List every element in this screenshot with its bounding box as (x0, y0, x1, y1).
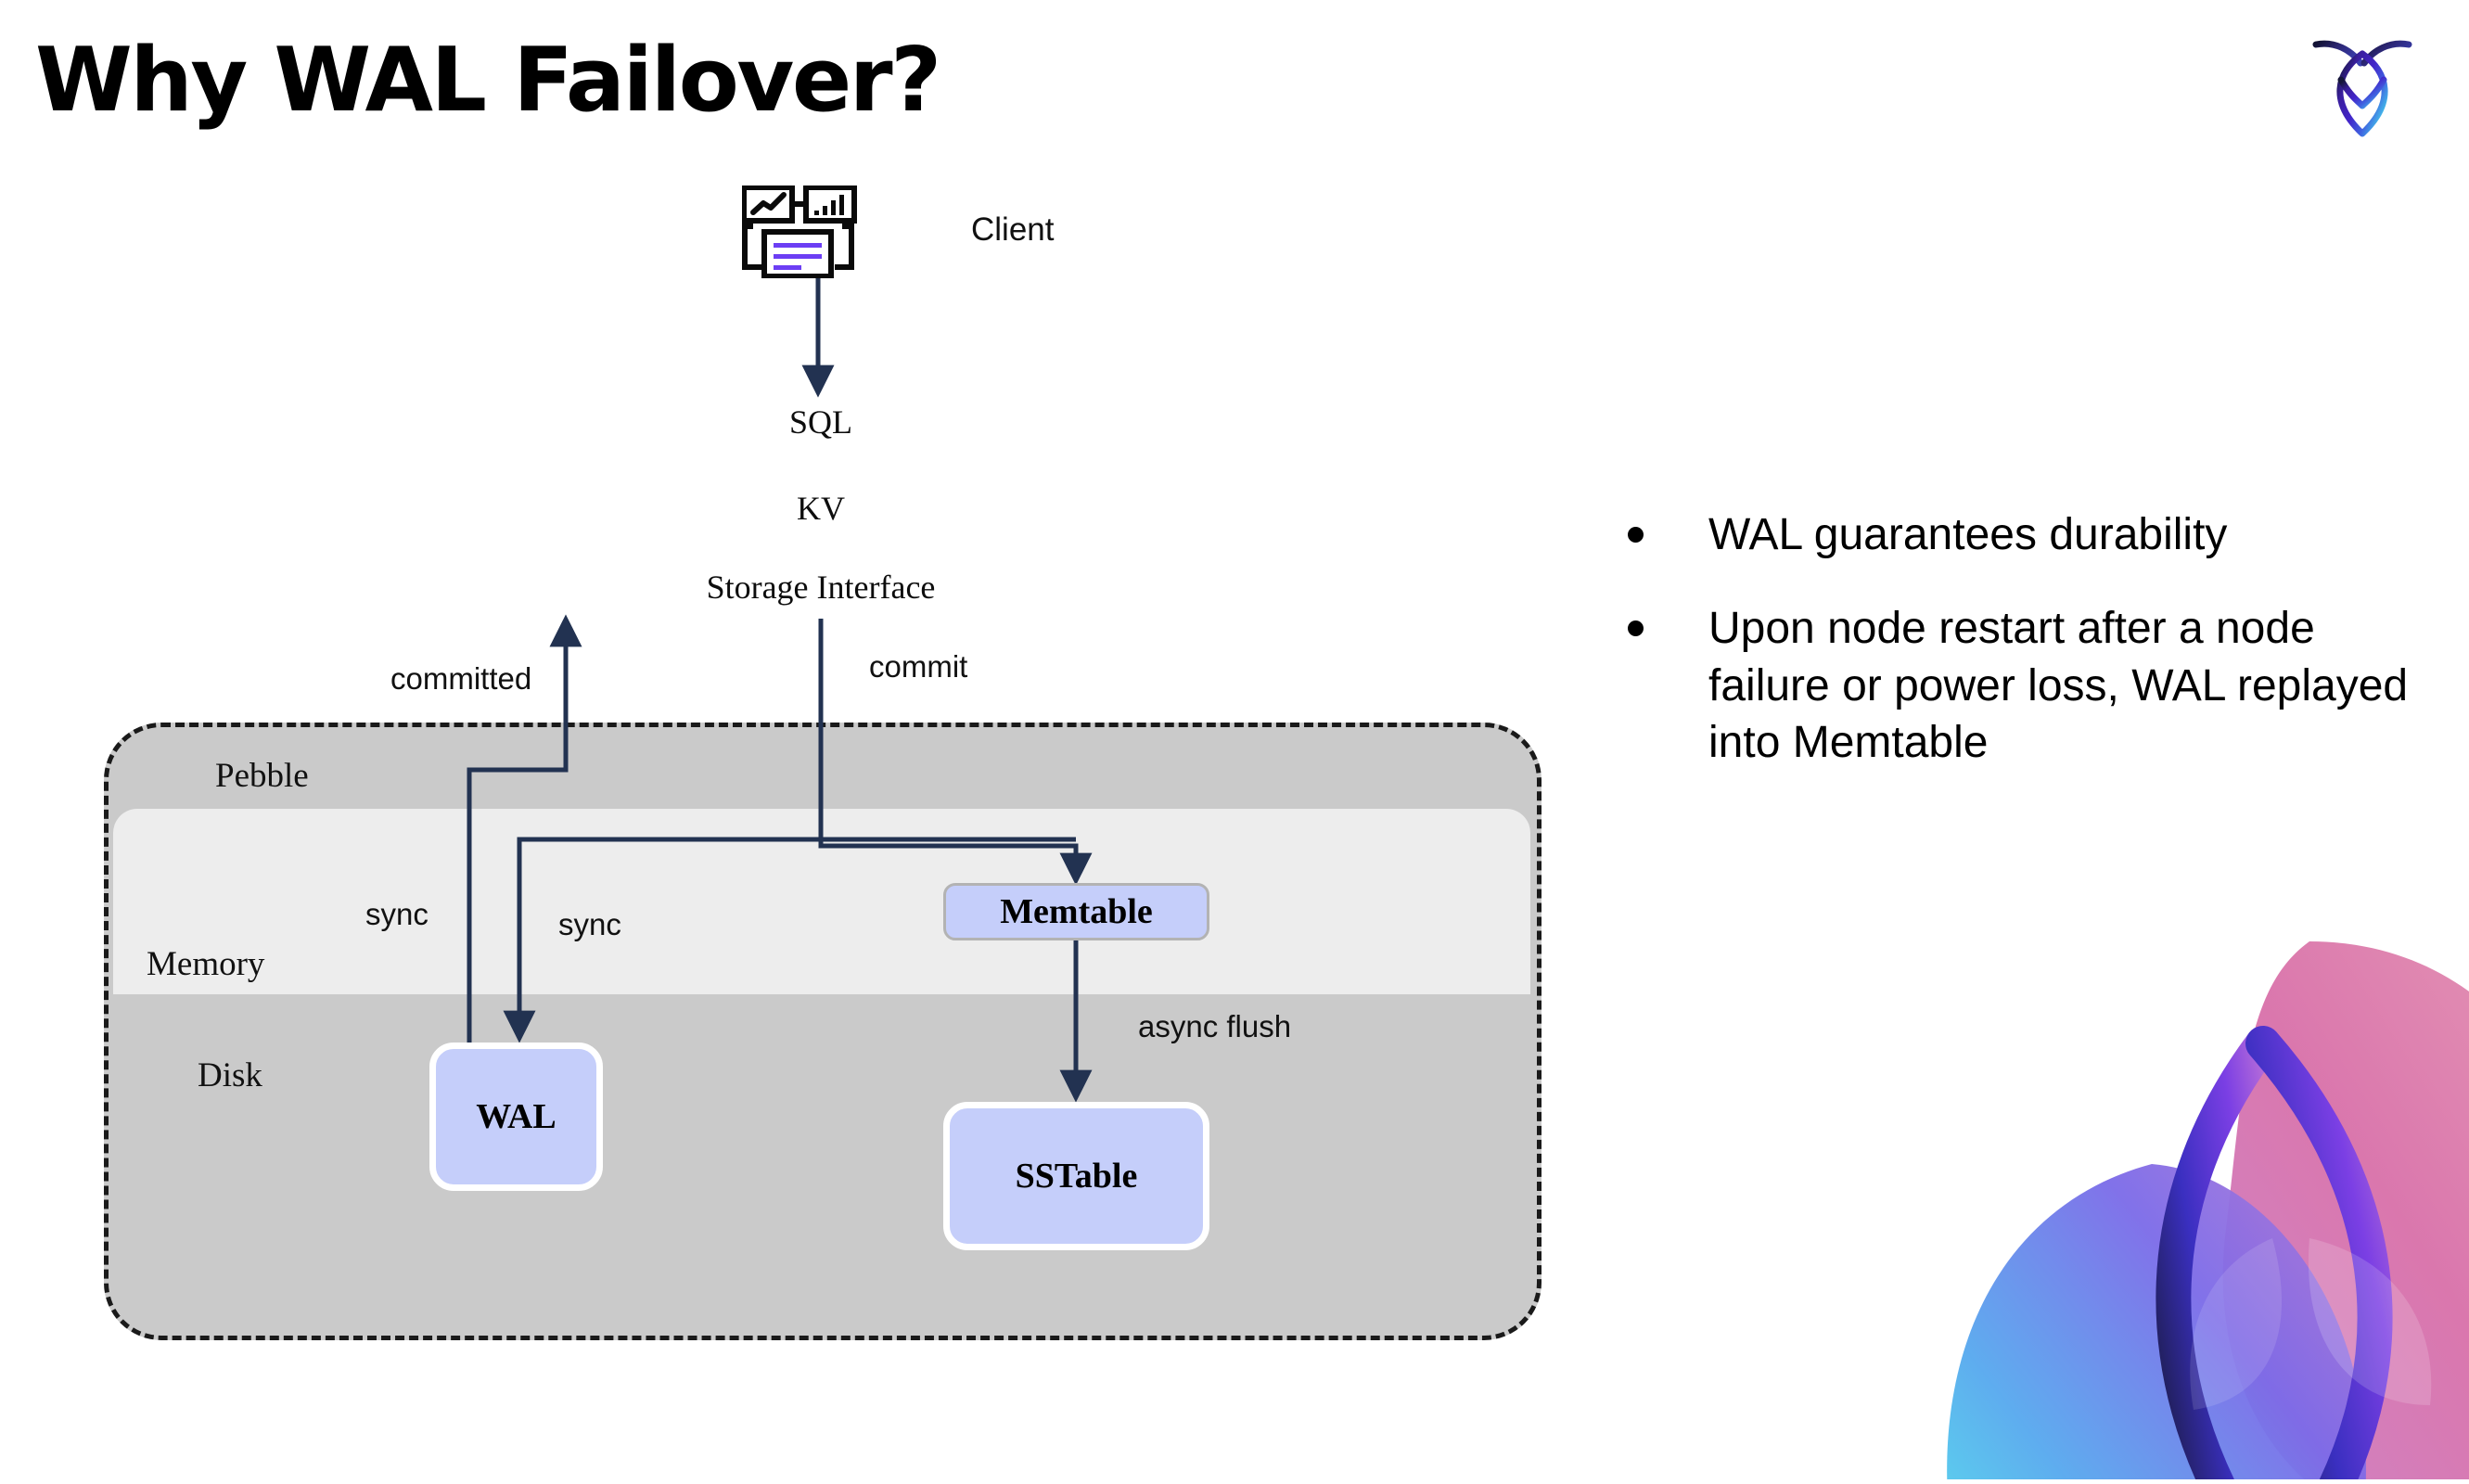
edge-label-sync-in: sync (558, 907, 621, 941)
client-dashboard-icon (741, 185, 890, 279)
edge-label-committed: committed (390, 661, 532, 696)
node-memtable[interactable]: Memtable (943, 883, 1209, 940)
layer-bar-storage-interface: Storage Interface (139, 556, 1503, 619)
edge-label-commit: commit (869, 649, 968, 684)
edge-label-async-flush: async flush (1138, 1009, 1292, 1043)
bullet-dot-icon (1628, 527, 1644, 543)
list-item: Upon node restart after a node failure o… (1628, 600, 2416, 771)
bullet-text: Upon node restart after a node failure o… (1708, 604, 2409, 768)
node-label-sstable: SSTable (1015, 1157, 1138, 1196)
memory-label: Memory (147, 945, 265, 983)
layer-bar-kv: KV (139, 480, 1503, 537)
layer-label-sql: SQL (788, 403, 852, 441)
bullet-dot-icon (1628, 620, 1644, 637)
edge-label-sync-out: sync (365, 897, 429, 931)
cockroachdb-logo-icon (2307, 30, 2418, 139)
page-title: Why WAL Failover? (35, 30, 941, 132)
layer-label-storage-interface: Storage Interface (706, 569, 936, 606)
disk-label: Disk (198, 1056, 262, 1094)
memory-region (113, 809, 1530, 994)
pebble-label: Pebble (215, 757, 309, 795)
bullet-list: WAL guarantees durability Upon node rest… (1628, 506, 2416, 809)
node-wal[interactable]: WAL (429, 1043, 603, 1191)
bullet-text: WAL guarantees durability (1708, 510, 2228, 559)
client-label: Client (971, 211, 1055, 248)
node-label-memtable: Memtable (1000, 892, 1153, 931)
list-item: WAL guarantees durability (1628, 506, 2416, 563)
layer-bar-sql: SQL (139, 393, 1503, 451)
node-sstable[interactable]: SSTable (943, 1102, 1209, 1250)
node-label-wal: WAL (476, 1097, 556, 1136)
cockroachdb-watermark-icon (1874, 886, 2469, 1479)
layer-label-kv: KV (797, 490, 845, 527)
